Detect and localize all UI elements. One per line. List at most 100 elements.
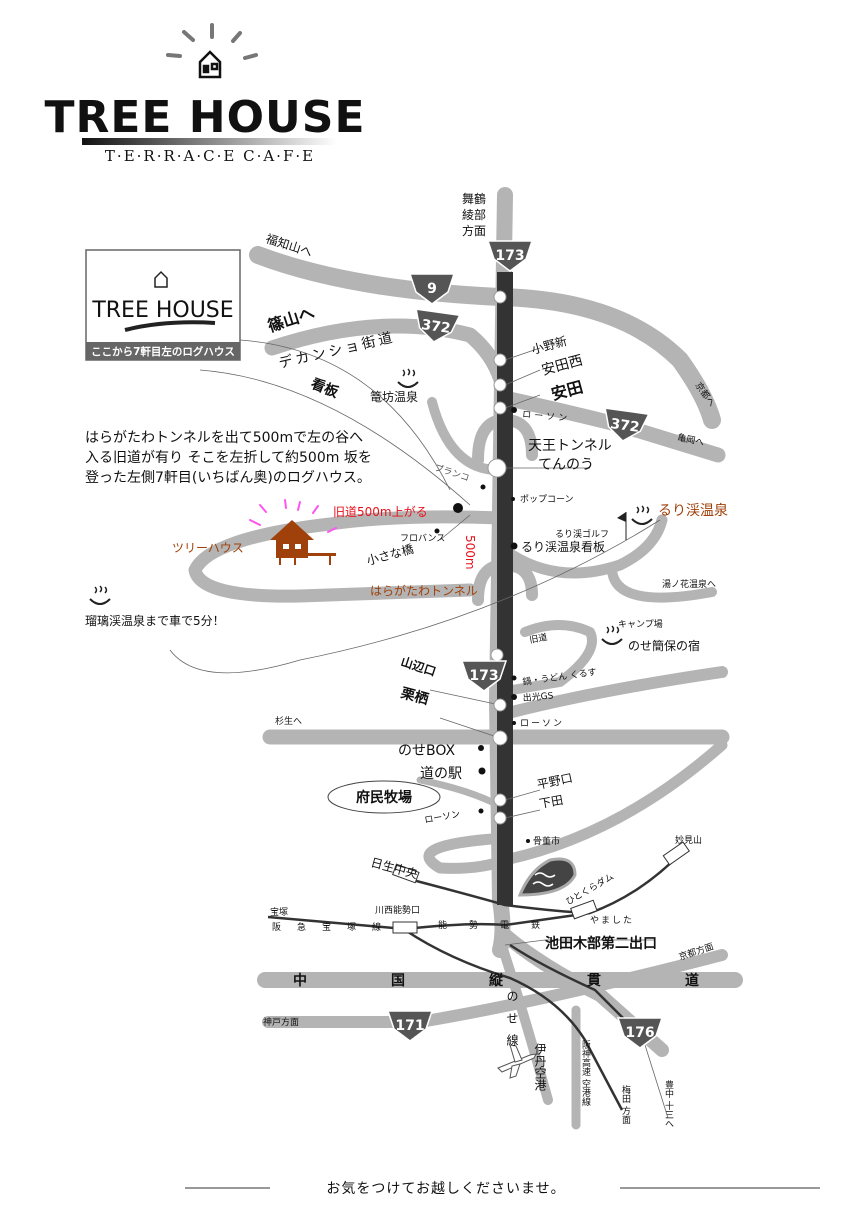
label-chugoku-expressway: 中国縦貫道 bbox=[293, 972, 783, 989]
shield-173-top: 173 bbox=[487, 240, 533, 272]
directions-line-2: 入る旧道が有り そこを左折して約500m 坂を bbox=[85, 450, 372, 466]
hot-spring-icon bbox=[397, 368, 419, 388]
label-500m: 500m bbox=[463, 535, 477, 570]
fumin-road bbox=[416, 776, 504, 810]
route-372-road bbox=[264, 318, 726, 463]
airplane-icon bbox=[497, 1044, 537, 1079]
label-kagobo-onsen: 篭坊温泉 bbox=[370, 389, 418, 404]
label-umeda-homen: 梅田 方面 bbox=[620, 1084, 631, 1125]
route-171-road bbox=[262, 949, 728, 1028]
fumin-ellipse bbox=[327, 780, 441, 814]
label-provence: フロバンス bbox=[400, 533, 445, 544]
myokensan-station bbox=[662, 841, 690, 866]
treehouse-icon bbox=[249, 499, 337, 565]
nissei-branch bbox=[404, 876, 591, 915]
idemitsu-road bbox=[506, 666, 728, 718]
label-hanshin-airport-line: 阪神高速 空港線 bbox=[580, 1040, 591, 1106]
label-nosebox: のせBOX bbox=[398, 743, 455, 759]
label-itami-airport: 伊丹空港 bbox=[533, 1043, 547, 1091]
label-popcorn: ポップコーン bbox=[520, 494, 574, 505]
shield-372-a: 372 bbox=[411, 308, 461, 346]
label-homen: 方面 bbox=[462, 223, 486, 238]
label-treehouse: ツリーハウス bbox=[172, 541, 244, 555]
hot-spring-icon bbox=[631, 505, 653, 525]
footer: お気をつけてお越しくださいませ。 bbox=[185, 1181, 820, 1197]
label-yunohana: 湯ノ花温泉へ bbox=[662, 578, 716, 590]
map-markers bbox=[434, 290, 530, 843]
svg-text:173: 173 bbox=[495, 248, 524, 264]
label-nose-line: のせ線 bbox=[505, 990, 519, 1056]
roads bbox=[188, 187, 743, 1130]
label-lawson-2: ローソン bbox=[520, 719, 564, 729]
nissei-station bbox=[392, 863, 420, 884]
label-yasudanishi: 安田西 bbox=[540, 353, 585, 379]
logo-title: TREE HOUSE bbox=[44, 92, 365, 143]
hot-spring-icon bbox=[89, 585, 111, 605]
house-icon bbox=[198, 50, 222, 79]
treehouse-road bbox=[188, 510, 507, 603]
label-kurisu: 栗栖 bbox=[399, 684, 430, 708]
sun-rays-icon bbox=[166, 23, 258, 60]
golf-flag-icon bbox=[617, 512, 627, 540]
svg-text:9: 9 bbox=[427, 281, 437, 297]
svg-text:372: 372 bbox=[609, 416, 640, 436]
label-maizuru: 舞鶴 bbox=[462, 191, 486, 206]
footer-message: お気をつけてお越しくださいませ。 bbox=[326, 1181, 565, 1197]
label-yamabeguchi: 山辺口 bbox=[399, 654, 438, 679]
dam-icon bbox=[517, 857, 577, 897]
kawanishi-station bbox=[392, 921, 418, 934]
label-tenno-tunnel: 天王トンネル bbox=[528, 438, 612, 454]
label-kyudo-500m: 旧道500m上がる bbox=[333, 504, 428, 519]
shield-9: 9 bbox=[409, 273, 455, 305]
label-onoshin: 小野新 bbox=[530, 333, 569, 357]
yamashita-station bbox=[570, 899, 598, 920]
svg-text:171: 171 bbox=[395, 1018, 424, 1034]
directions-text: はらがたわトンネルを出て500mで左の谷へ 入る旧道が有り そこを左折して約50… bbox=[85, 430, 372, 486]
label-yasuda: 安田 bbox=[549, 377, 585, 404]
shield-372-b: 372 bbox=[600, 407, 650, 445]
label-kyudo: 旧道 bbox=[528, 631, 548, 646]
signbox-caption: ここから7軒目左のログハウス bbox=[91, 345, 235, 358]
toyonaka-line bbox=[644, 1044, 669, 1119]
route-9-road bbox=[249, 246, 721, 429]
label-lawson-3: ローソン bbox=[424, 810, 461, 826]
label-kobe-homen: 神戸方面 bbox=[263, 1016, 299, 1028]
shield-176: 176 bbox=[617, 1017, 663, 1049]
label-ruri-golf: るり渓ゴルフ bbox=[555, 528, 609, 540]
label-michinoeki: 道の駅 bbox=[420, 766, 462, 782]
label-takarazuka: 宝塚 bbox=[270, 906, 288, 918]
shield-171: 171 bbox=[387, 1010, 433, 1042]
label-kosanabashi: 小さな橋 bbox=[365, 542, 415, 568]
label-sugiu: 杉生へ bbox=[275, 715, 302, 727]
svg-text:173: 173 bbox=[469, 668, 498, 684]
signbox-logo: TREE HOUSE bbox=[91, 298, 233, 323]
label-kanban: 看板 bbox=[308, 375, 342, 402]
route-176-line bbox=[509, 943, 631, 1026]
ruri-onsen-note: 瑠璃渓温泉まで車で5分！ bbox=[85, 614, 225, 628]
shield-173-mid: 173 bbox=[461, 660, 507, 692]
label-haragatawa-tunnel: はらがたわトンネル bbox=[370, 583, 478, 598]
svg-text:372: 372 bbox=[420, 317, 451, 337]
label-lawson-1: ローソン bbox=[522, 410, 571, 424]
svg-text:176: 176 bbox=[625, 1025, 654, 1041]
hankyu-line bbox=[404, 928, 624, 1111]
small-house-icon bbox=[154, 270, 168, 288]
label-fumin-bokujo: 府民牧場 bbox=[356, 789, 412, 806]
label-nose-dentetsu: 能勢電鉄 bbox=[438, 919, 562, 931]
logo: TREE HOUSE T·E·R·R·A·C·E C·A·F·E bbox=[44, 23, 365, 165]
label-yamashita: やました bbox=[590, 915, 634, 926]
directions-line-3: 登った左側7軒目(いちばん奥)のログハウス。 bbox=[85, 469, 371, 486]
label-hiranoguchi: 平野口 bbox=[536, 771, 574, 792]
nose-railway bbox=[267, 851, 683, 931]
ruri-road bbox=[506, 514, 668, 579]
label-shimoda: 下田 bbox=[538, 793, 564, 811]
label-ikeda-kibe-exit: 池田木部第二出口 bbox=[545, 935, 657, 952]
label-toyonaka: 豊中 十三へ bbox=[663, 1079, 674, 1128]
label-tenno: てんのう bbox=[538, 457, 594, 473]
shimoda-road bbox=[423, 739, 728, 874]
label-ruri-onsen: るり渓温泉 bbox=[658, 502, 728, 519]
label-nose-kanpo: のせ簡保の宿 bbox=[628, 638, 700, 653]
label-kawanishi-noseguchi: 川西能勢口 bbox=[375, 904, 420, 916]
label-nissei-chuo: 日生中央 bbox=[369, 854, 419, 881]
label-idemitsu: 出光GS bbox=[522, 689, 554, 704]
